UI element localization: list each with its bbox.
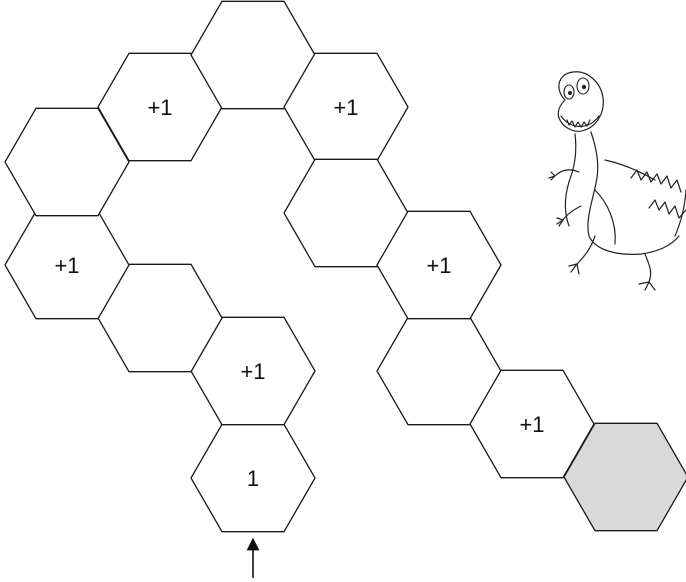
goal-hex-cell bbox=[563, 422, 686, 532]
hex-label: +1 bbox=[147, 95, 172, 120]
hex-cells: 1 +1 +1 +1 +1 +1 +1 bbox=[4, 0, 686, 533]
hex-shape bbox=[283, 158, 409, 268]
hex-cell bbox=[190, 0, 316, 110]
hex-cell: +1 bbox=[283, 52, 409, 162]
hex-cell: +1 bbox=[469, 369, 595, 479]
hex-shape bbox=[97, 52, 223, 162]
hex-label: +1 bbox=[333, 95, 358, 120]
hex-label: +1 bbox=[54, 253, 79, 278]
hex-cell: +1 bbox=[4, 210, 130, 320]
hex-shape bbox=[190, 0, 316, 110]
hex-label: +1 bbox=[240, 359, 265, 384]
hex-shape bbox=[376, 210, 502, 320]
hex-label: +1 bbox=[426, 253, 451, 278]
hex-cell bbox=[283, 158, 409, 268]
hex-cell: +1 bbox=[97, 52, 223, 162]
hex-shape bbox=[469, 369, 595, 479]
hex-cell: 1 bbox=[190, 423, 316, 533]
hex-cell: +1 bbox=[376, 210, 502, 320]
hex-label: 1 bbox=[247, 466, 259, 491]
hex-shape bbox=[563, 422, 686, 532]
dinosaur-icon bbox=[548, 71, 686, 291]
hex-label: +1 bbox=[519, 412, 544, 437]
